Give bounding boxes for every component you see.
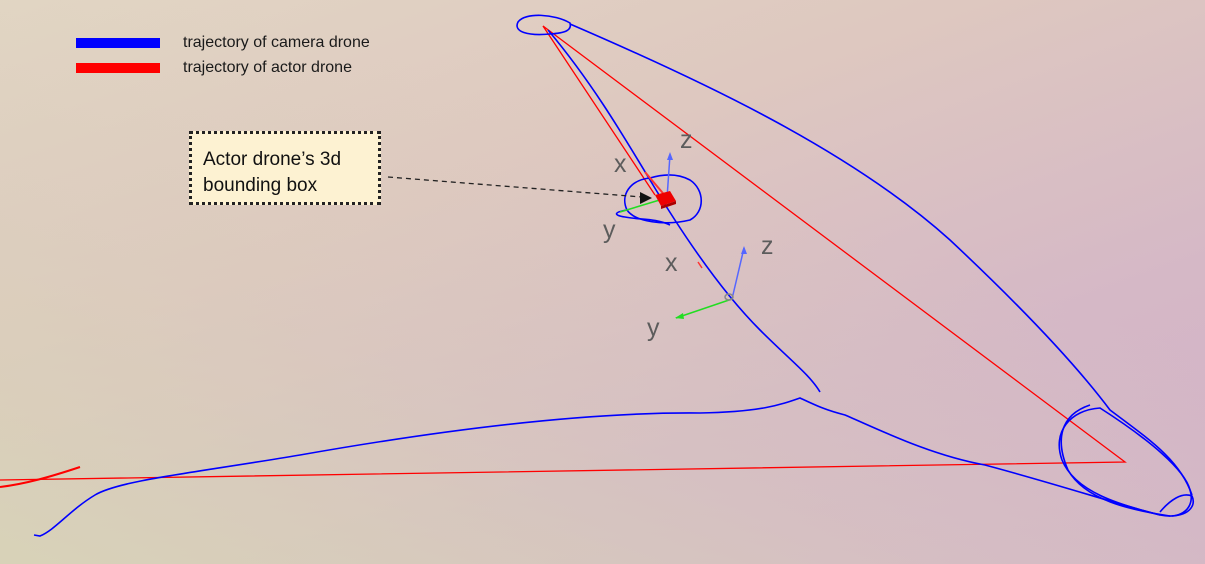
callout-arrow	[387, 176, 652, 204]
legend-swatch-blue	[76, 37, 160, 48]
legend-item-actor: trajectory of actor drone	[76, 55, 370, 80]
camera-frame-axes	[675, 246, 747, 319]
actor-bounding-box	[655, 191, 676, 206]
camera-x-label: x	[665, 249, 678, 277]
callout-line-1: Actor drone’s 3d	[203, 149, 342, 170]
legend-item-camera: trajectory of camera drone	[76, 30, 370, 55]
actor-frame-axes	[619, 152, 676, 213]
camera-z-label: z	[761, 232, 774, 260]
actor-trajectory	[0, 25, 1127, 488]
legend-swatch-red	[76, 62, 160, 73]
camera-origin-marker	[724, 293, 734, 301]
actor-y-label: y	[603, 216, 616, 244]
legend-label: trajectory of actor drone	[183, 58, 352, 76]
actor-x-label: x	[614, 150, 627, 178]
camera-y-label: y	[647, 314, 660, 342]
actor-z-label: z	[680, 126, 693, 154]
callout-line-2: bounding box	[203, 175, 318, 196]
bounding-box-callout: Actor drone’s 3d bounding box	[189, 131, 381, 205]
legend-label: trajectory of camera drone	[183, 33, 370, 51]
legend: trajectory of camera drone trajectory of…	[76, 30, 370, 80]
camera-trajectory	[33, 14, 1194, 537]
